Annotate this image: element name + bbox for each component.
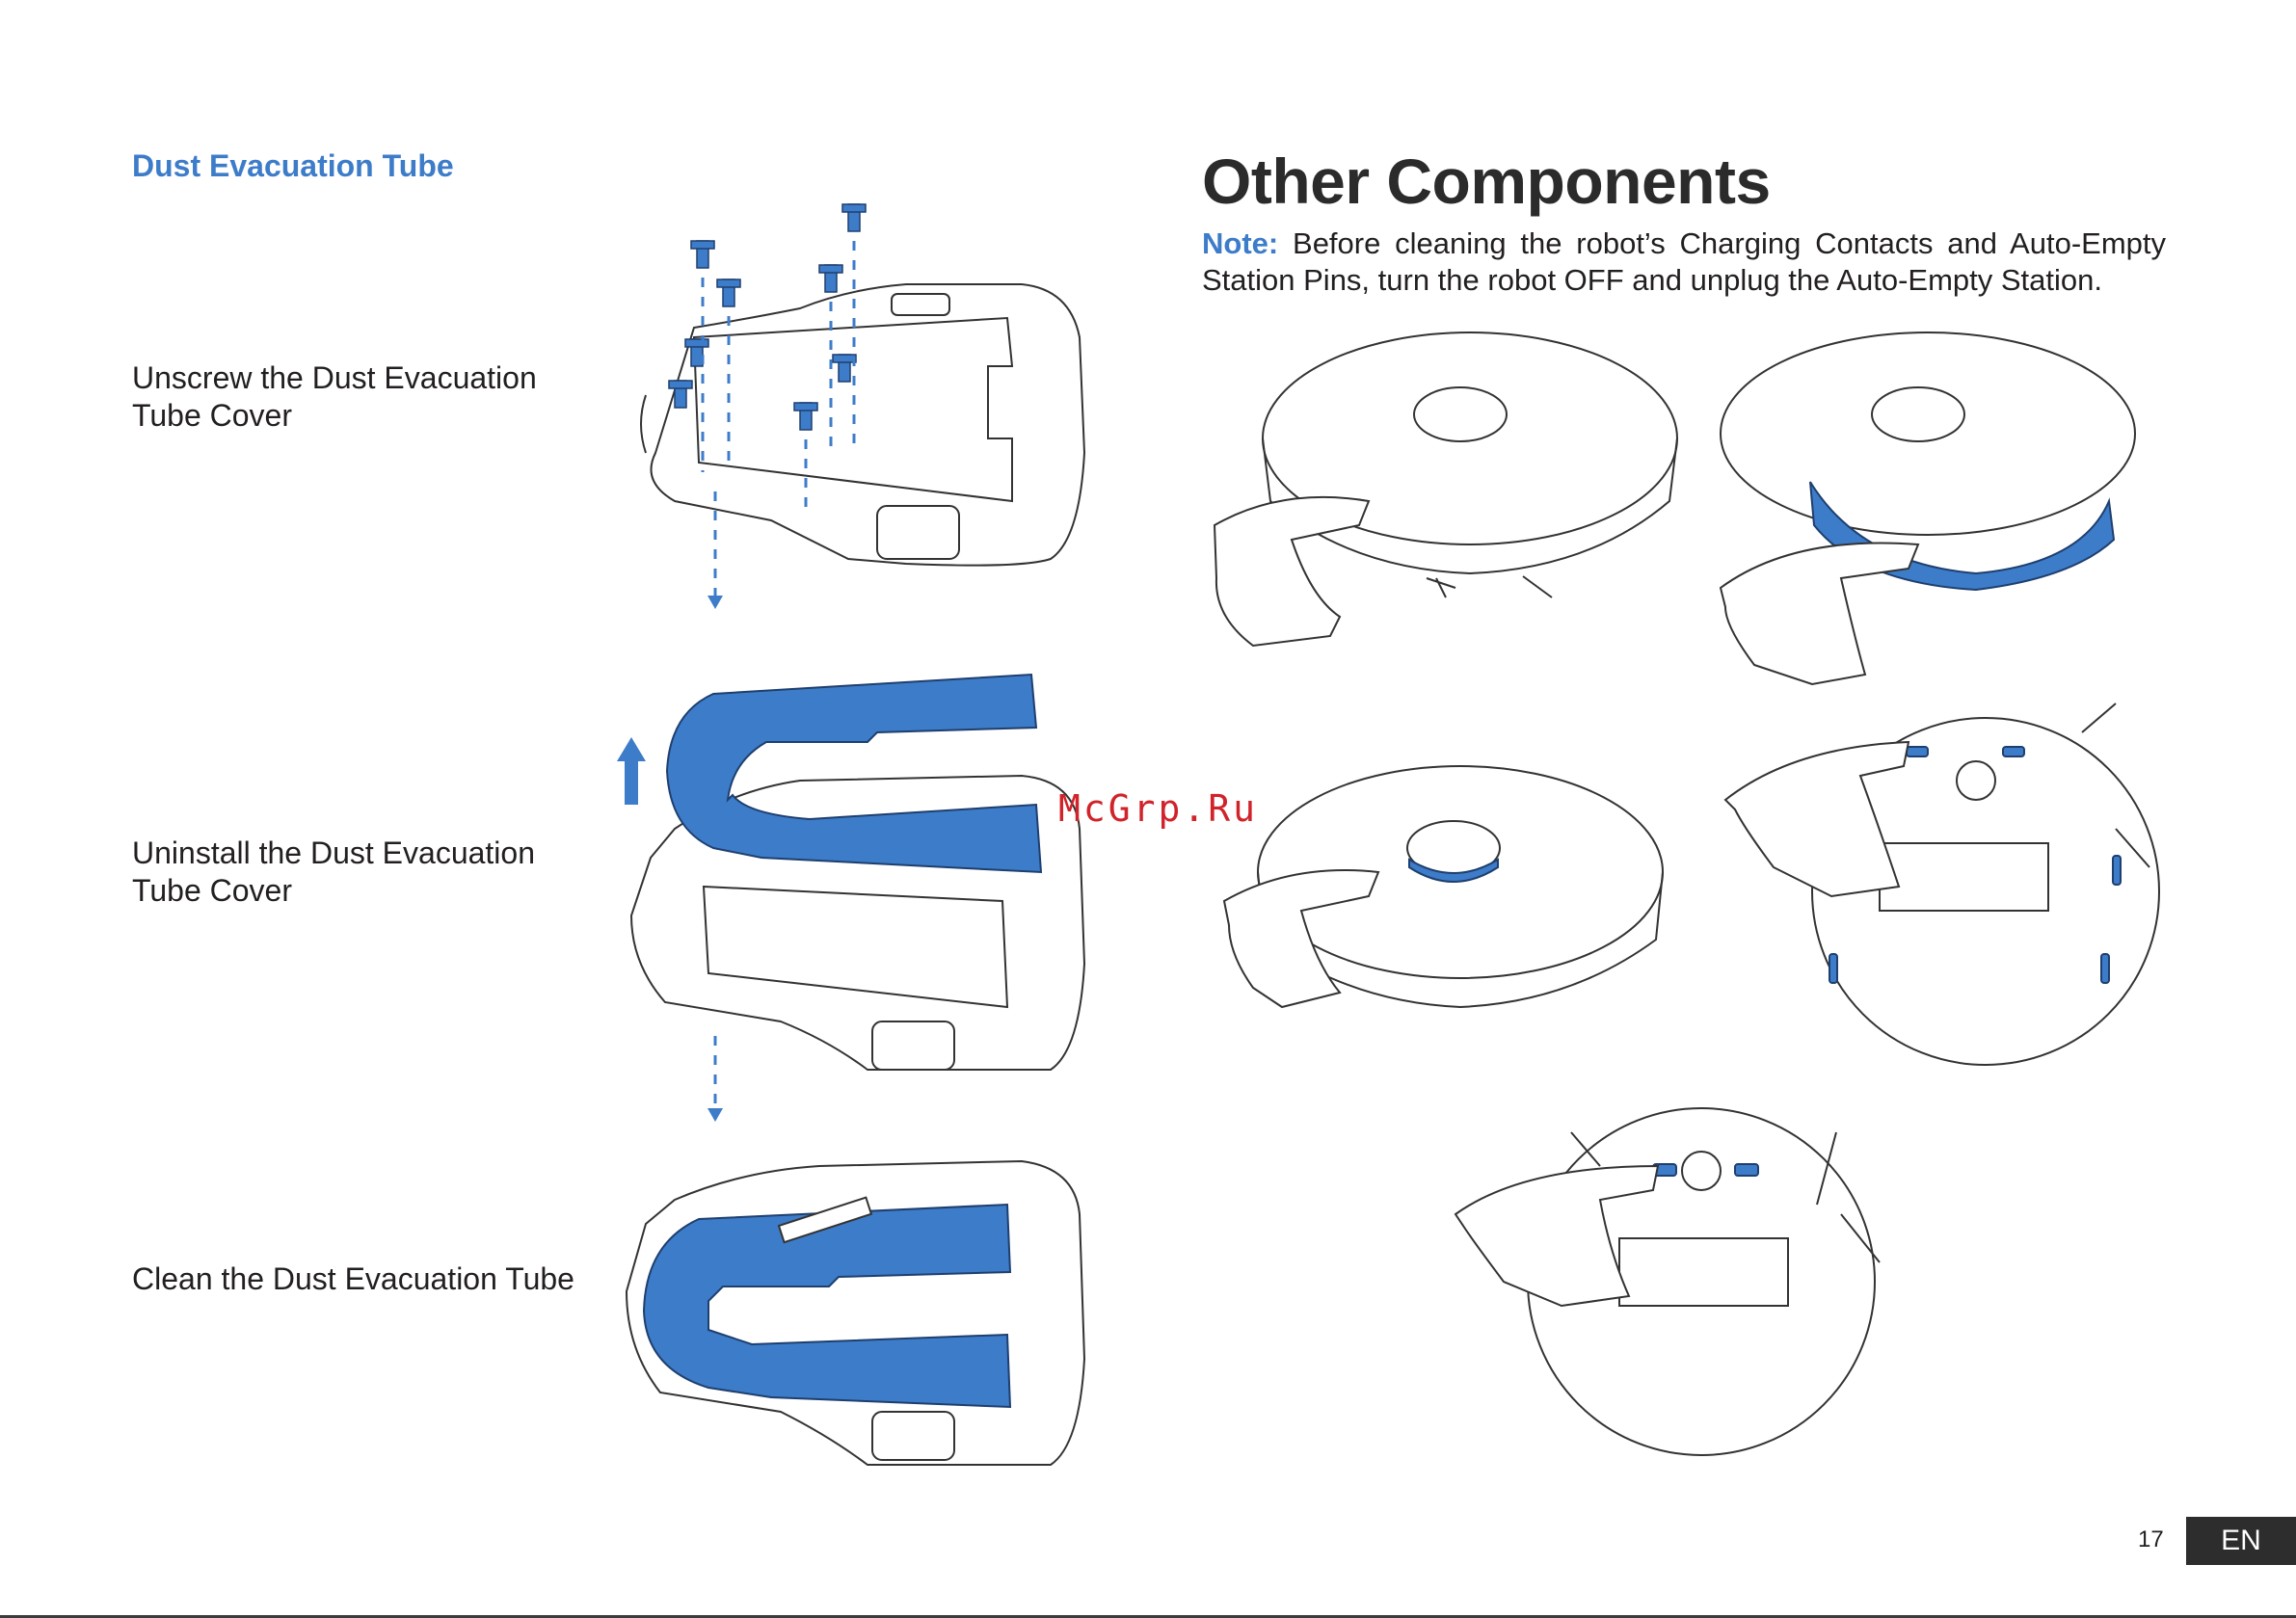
robot-top-view-1: [1263, 332, 1677, 597]
robot-top-view-2: [1721, 332, 2135, 590]
watermark: McGrp.Ru: [1058, 787, 1258, 830]
language-badge: EN: [2186, 1517, 2296, 1565]
page-number: 17: [2138, 1526, 2164, 1553]
hand-with-cloth-2: [1721, 543, 1918, 684]
hand-with-cloth-1: [1215, 497, 1369, 646]
